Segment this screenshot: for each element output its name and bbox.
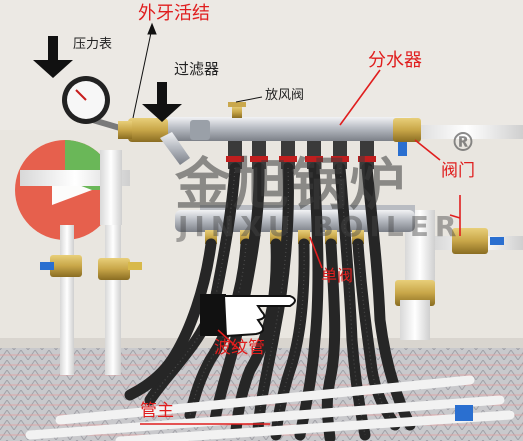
label-valve: 阀门	[441, 161, 475, 181]
pointing-hand-icon	[200, 294, 296, 338]
label-main-pipe: 管主	[140, 401, 174, 421]
label-corrugated-pipe: 波纹管	[214, 338, 265, 358]
label-water-distributor: 分水器	[368, 50, 422, 71]
label-filter: 过滤器	[174, 60, 220, 78]
pressure-gauge-icon	[62, 76, 132, 139]
brand-watermark-chinese: 金旭锅炉	[175, 153, 407, 218]
registered-mark: ®	[450, 128, 476, 158]
top-branch-valves	[226, 141, 376, 169]
arrow-down-icon	[142, 82, 182, 122]
brand-watermark-english: JINXU BOILER	[178, 210, 463, 243]
label-pressure-gauge: 压力表	[73, 37, 113, 52]
label-external-thread-fitting: 外牙活结	[138, 3, 210, 24]
corrugated-hoses	[124, 162, 416, 441]
label-air-vent-valve: 放风阀	[265, 88, 305, 103]
arrow-down-icon	[33, 36, 73, 78]
label-single-valve: 单阀	[321, 266, 354, 285]
